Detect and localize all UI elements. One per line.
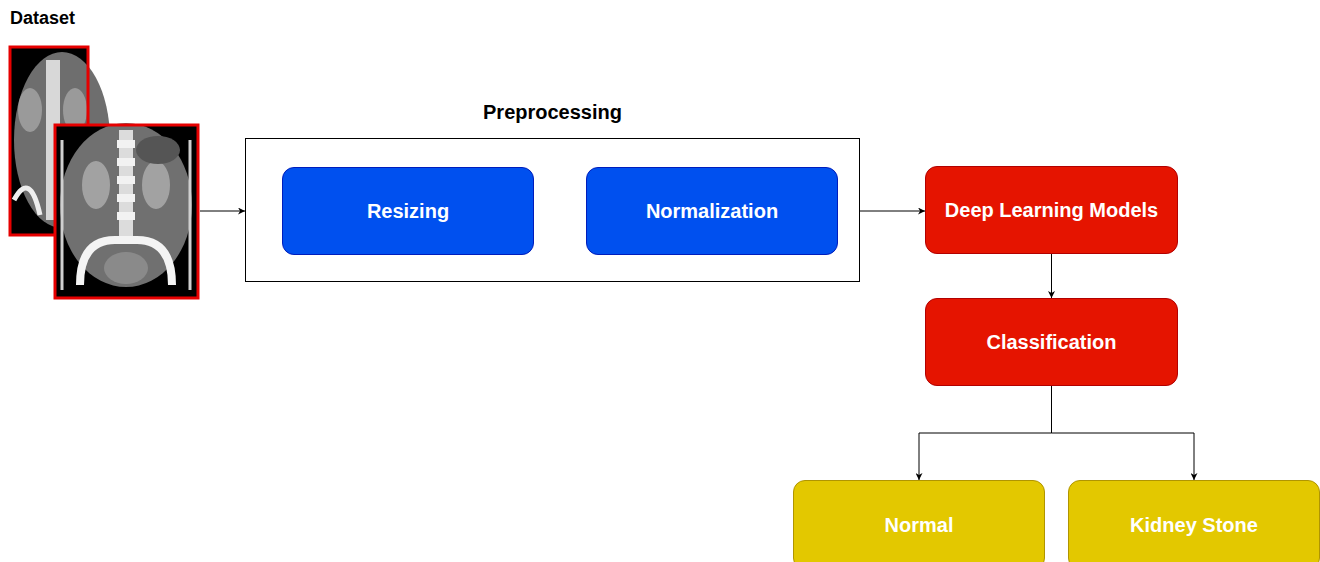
dataset-images: Dataset <box>10 8 200 300</box>
process-box: Resizing <box>282 167 534 255</box>
process-box: Classification <box>925 298 1178 386</box>
box-label: Deep Learning Models <box>945 198 1158 222</box>
ct-image-front <box>55 123 198 298</box>
model-box: Deep Learning Models <box>925 166 1178 254</box>
flow-arrow <box>860 211 925 212</box>
output-box: Normal <box>793 480 1045 562</box>
preprocessing-group: PreprocessingResizingNormalization <box>245 138 860 282</box>
process-box: Normalization <box>586 167 838 255</box>
box-label: Kidney Stone <box>1130 513 1258 537</box>
box-label: Normal <box>885 513 954 537</box>
group-heading: Preprocessing <box>246 101 859 124</box>
group-heading: Dataset <box>10 8 75 29</box>
box-label: Classification <box>986 330 1116 354</box>
flow-arrow <box>919 386 1052 480</box>
box-label: Normalization <box>646 199 778 223</box>
flow-arrow <box>1052 386 1195 480</box>
flow-arrow <box>1051 254 1052 298</box>
box-label: Resizing <box>367 199 449 223</box>
flow-arrow <box>200 211 245 212</box>
output-box: Kidney Stone <box>1068 480 1320 562</box>
